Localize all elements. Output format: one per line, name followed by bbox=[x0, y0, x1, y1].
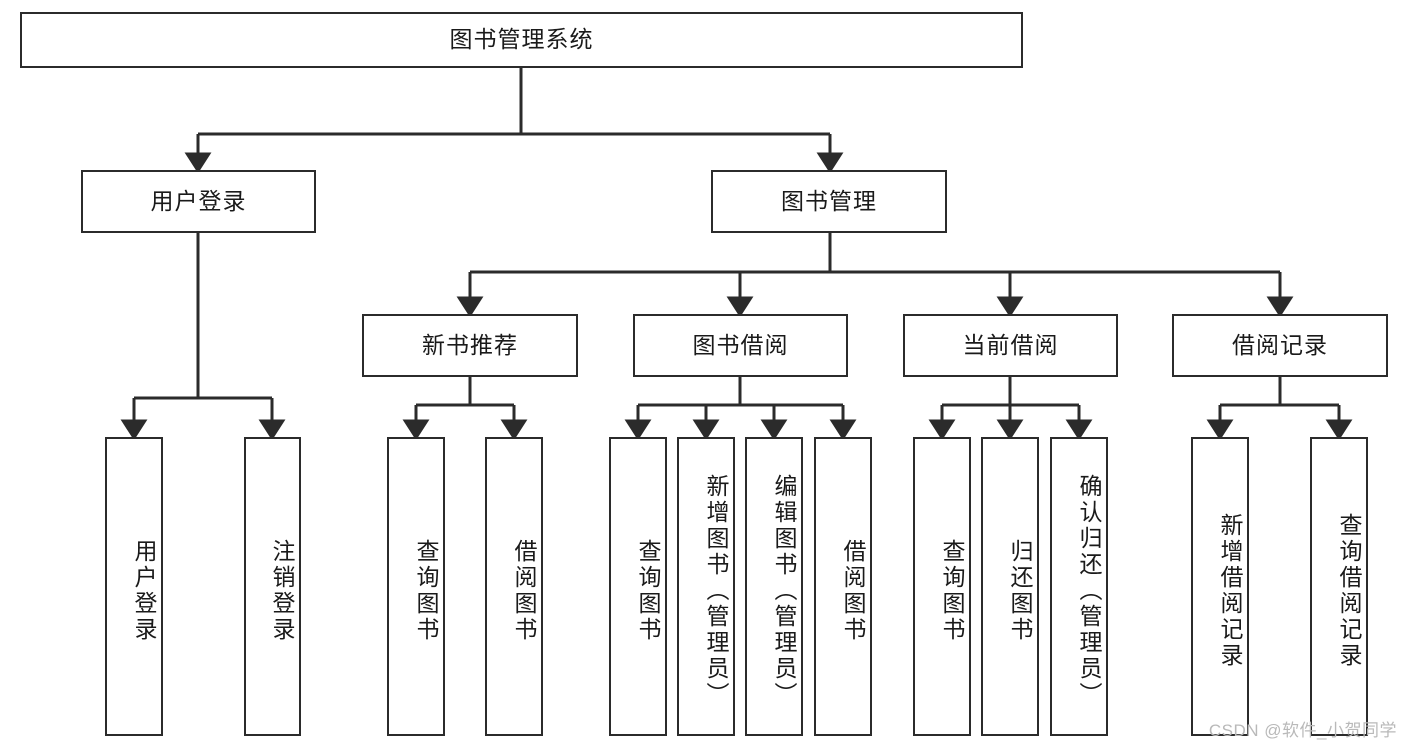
node-root-book-management-system[interactable]: 图书管理系统 bbox=[20, 12, 1023, 68]
node-leaf-借阅图书[interactable]: 借阅图书 bbox=[485, 437, 543, 736]
node-leaf-label: 借阅图书 bbox=[511, 538, 537, 643]
node-leaf-label: 查询借阅记录 bbox=[1336, 512, 1362, 669]
node-level2-label: 用户登录 bbox=[150, 187, 247, 214]
node-leaf-新增借阅记录[interactable]: 新增借阅记录 bbox=[1191, 437, 1249, 736]
node-leaf-查询借阅记录[interactable]: 查询借阅记录 bbox=[1310, 437, 1368, 736]
node-leaf-查询图书[interactable]: 查询图书 bbox=[387, 437, 445, 736]
node-level3-新书推荐[interactable]: 新书推荐 bbox=[362, 314, 578, 377]
node-leaf-查询图书[interactable]: 查询图书 bbox=[609, 437, 667, 736]
node-level3-label: 当前借阅 bbox=[962, 331, 1059, 358]
node-level2-label: 图书管理 bbox=[781, 187, 877, 214]
node-leaf-label: 查询图书 bbox=[939, 538, 965, 643]
node-leaf-归还图书[interactable]: 归还图书 bbox=[981, 437, 1039, 736]
node-level2-图书管理[interactable]: 图书管理 bbox=[711, 170, 947, 233]
node-leaf-确认归还（管理员）[interactable]: 确认归还（管理员） bbox=[1050, 437, 1108, 736]
node-leaf-新增图书（管理员）[interactable]: 新增图书（管理员） bbox=[677, 437, 735, 736]
node-leaf-label: 注销登录 bbox=[269, 538, 295, 643]
node-leaf-label: 新增借阅记录 bbox=[1217, 512, 1243, 669]
node-level2-用户登录[interactable]: 用户登录 bbox=[81, 170, 316, 233]
node-leaf-label: 编辑图书（管理员） bbox=[771, 473, 797, 708]
node-level3-label: 新书推荐 bbox=[422, 331, 518, 358]
node-leaf-用户登录[interactable]: 用户登录 bbox=[105, 437, 163, 736]
csdn-watermark: CSDN @软件_小贺同学 bbox=[1208, 721, 1397, 740]
node-root-label: 图书管理系统 bbox=[449, 26, 594, 53]
node-leaf-label: 确认归还（管理员） bbox=[1076, 473, 1102, 708]
node-level3-图书借阅[interactable]: 图书借阅 bbox=[633, 314, 848, 377]
node-leaf-label: 用户登录 bbox=[131, 538, 157, 643]
node-level3-label: 借阅记录 bbox=[1232, 331, 1328, 358]
node-leaf-label: 查询图书 bbox=[635, 538, 661, 643]
node-leaf-label: 借阅图书 bbox=[840, 538, 866, 643]
node-leaf-查询图书[interactable]: 查询图书 bbox=[913, 437, 971, 736]
node-level3-label: 图书借阅 bbox=[692, 331, 789, 358]
node-leaf-编辑图书（管理员）[interactable]: 编辑图书（管理员） bbox=[745, 437, 803, 736]
node-leaf-label: 新增图书（管理员） bbox=[703, 473, 729, 708]
node-level3-借阅记录[interactable]: 借阅记录 bbox=[1172, 314, 1388, 377]
node-leaf-借阅图书[interactable]: 借阅图书 bbox=[814, 437, 872, 736]
node-leaf-label: 查询图书 bbox=[413, 538, 439, 643]
node-leaf-注销登录[interactable]: 注销登录 bbox=[244, 437, 301, 736]
node-level3-当前借阅[interactable]: 当前借阅 bbox=[903, 314, 1118, 377]
node-leaf-label: 归还图书 bbox=[1007, 538, 1033, 643]
